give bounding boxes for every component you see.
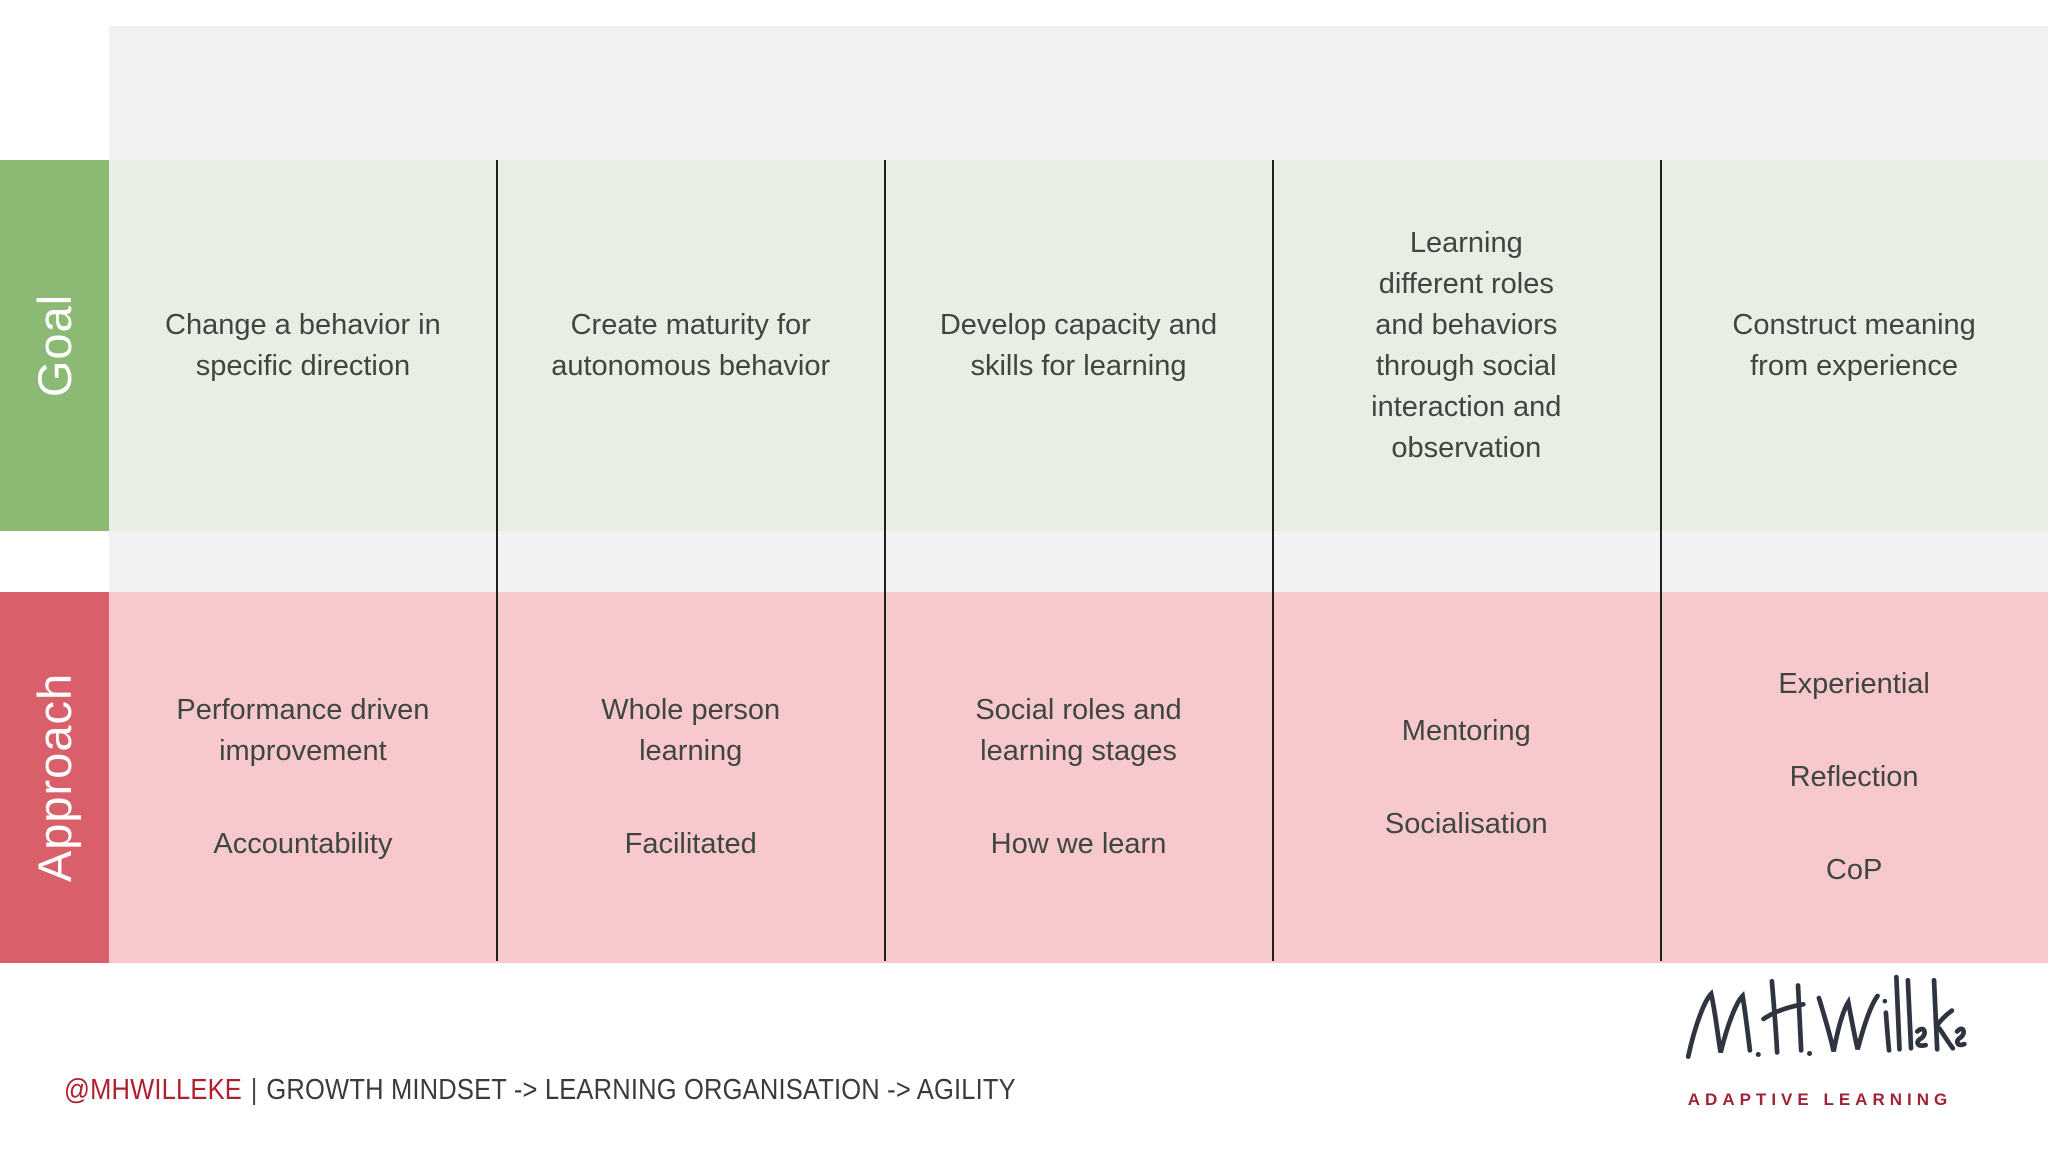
- header-band: [109, 26, 2048, 160]
- approach-item: Performance driven improvement: [176, 694, 430, 767]
- logo-tagline: ADAPTIVE LEARNING: [1687, 1090, 1953, 1109]
- column-divider: [884, 160, 886, 961]
- goal-cell-1: Change a behavior in specific direction: [109, 160, 497, 531]
- goal-cell-5: Construct meaning from experience: [1660, 160, 2048, 531]
- credit-separator: |: [250, 1074, 258, 1106]
- goal-row: Goal Change a behavior in specific direc…: [0, 160, 2048, 531]
- row-gap-band: [109, 531, 2048, 592]
- footer-credit: @MHWILLEKE|GROWTH MINDSET -> LEARNING OR…: [64, 1074, 1016, 1107]
- approach-row: Approach Performance driven improvement …: [0, 592, 2048, 963]
- goal-cell-4: Learning different roles and behaviors t…: [1272, 160, 1661, 531]
- approach-item: Whole person learning: [601, 694, 781, 767]
- approach-item: Reflection: [1789, 761, 1919, 793]
- approach-label-text: Approach: [28, 672, 82, 883]
- column-divider: [496, 160, 498, 961]
- approach-item: Socialisation: [1384, 807, 1548, 840]
- goal-cell-text: Create maturity for autonomous behavior: [551, 308, 831, 382]
- approach-cell-3: Social roles and learning stages How we …: [884, 592, 1273, 963]
- approach-cells: Performance driven improvement Accountab…: [109, 592, 2048, 963]
- approach-item: Facilitated: [624, 828, 757, 860]
- goal-cell-text: Construct meaning from experience: [1732, 308, 1976, 382]
- approach-cell-4: Mentoring Socialisation: [1272, 592, 1661, 963]
- row-label-approach: Approach: [0, 592, 109, 963]
- goal-cell-text: Learning different roles and behaviors t…: [1371, 226, 1562, 464]
- approach-item: Accountability: [213, 828, 393, 860]
- goal-cells: Change a behavior in specific direction …: [109, 160, 2048, 531]
- brand-logo: M.H.Willeke ADAPTIVE LEARNING: [1672, 952, 1968, 1110]
- goal-cell-text: Change a behavior in specific direction: [165, 308, 441, 382]
- approach-cell-5: Experiential Reflection CoP: [1660, 592, 2048, 963]
- author-handle: @MHWILLEKE: [64, 1074, 242, 1106]
- column-divider: [1272, 160, 1274, 961]
- column-divider: [1660, 160, 1662, 961]
- approach-cell-2: Whole person learning Facilitated: [496, 592, 885, 963]
- goal-label-text: Goal: [28, 293, 81, 398]
- goal-cell-3: Develop capacity and skills for learning: [884, 160, 1273, 531]
- approach-item: CoP: [1825, 854, 1883, 886]
- signature-icon: M.H.Willeke: [1685, 974, 1967, 1059]
- approach-item: Mentoring: [1401, 714, 1531, 747]
- credit-breadcrumb: GROWTH MINDSET -> LEARNING ORGANISATION …: [266, 1074, 1016, 1106]
- row-label-goal: Goal: [0, 160, 109, 531]
- goal-cell-2: Create maturity for autonomous behavior: [496, 160, 885, 531]
- goal-cell-text: Develop capacity and skills for learning: [939, 308, 1218, 382]
- approach-cell-1: Performance driven improvement Accountab…: [109, 592, 497, 963]
- approach-item: Experiential: [1778, 668, 1930, 700]
- approach-item: How we learn: [990, 828, 1167, 860]
- approach-item: Social roles and learning stages: [975, 694, 1182, 767]
